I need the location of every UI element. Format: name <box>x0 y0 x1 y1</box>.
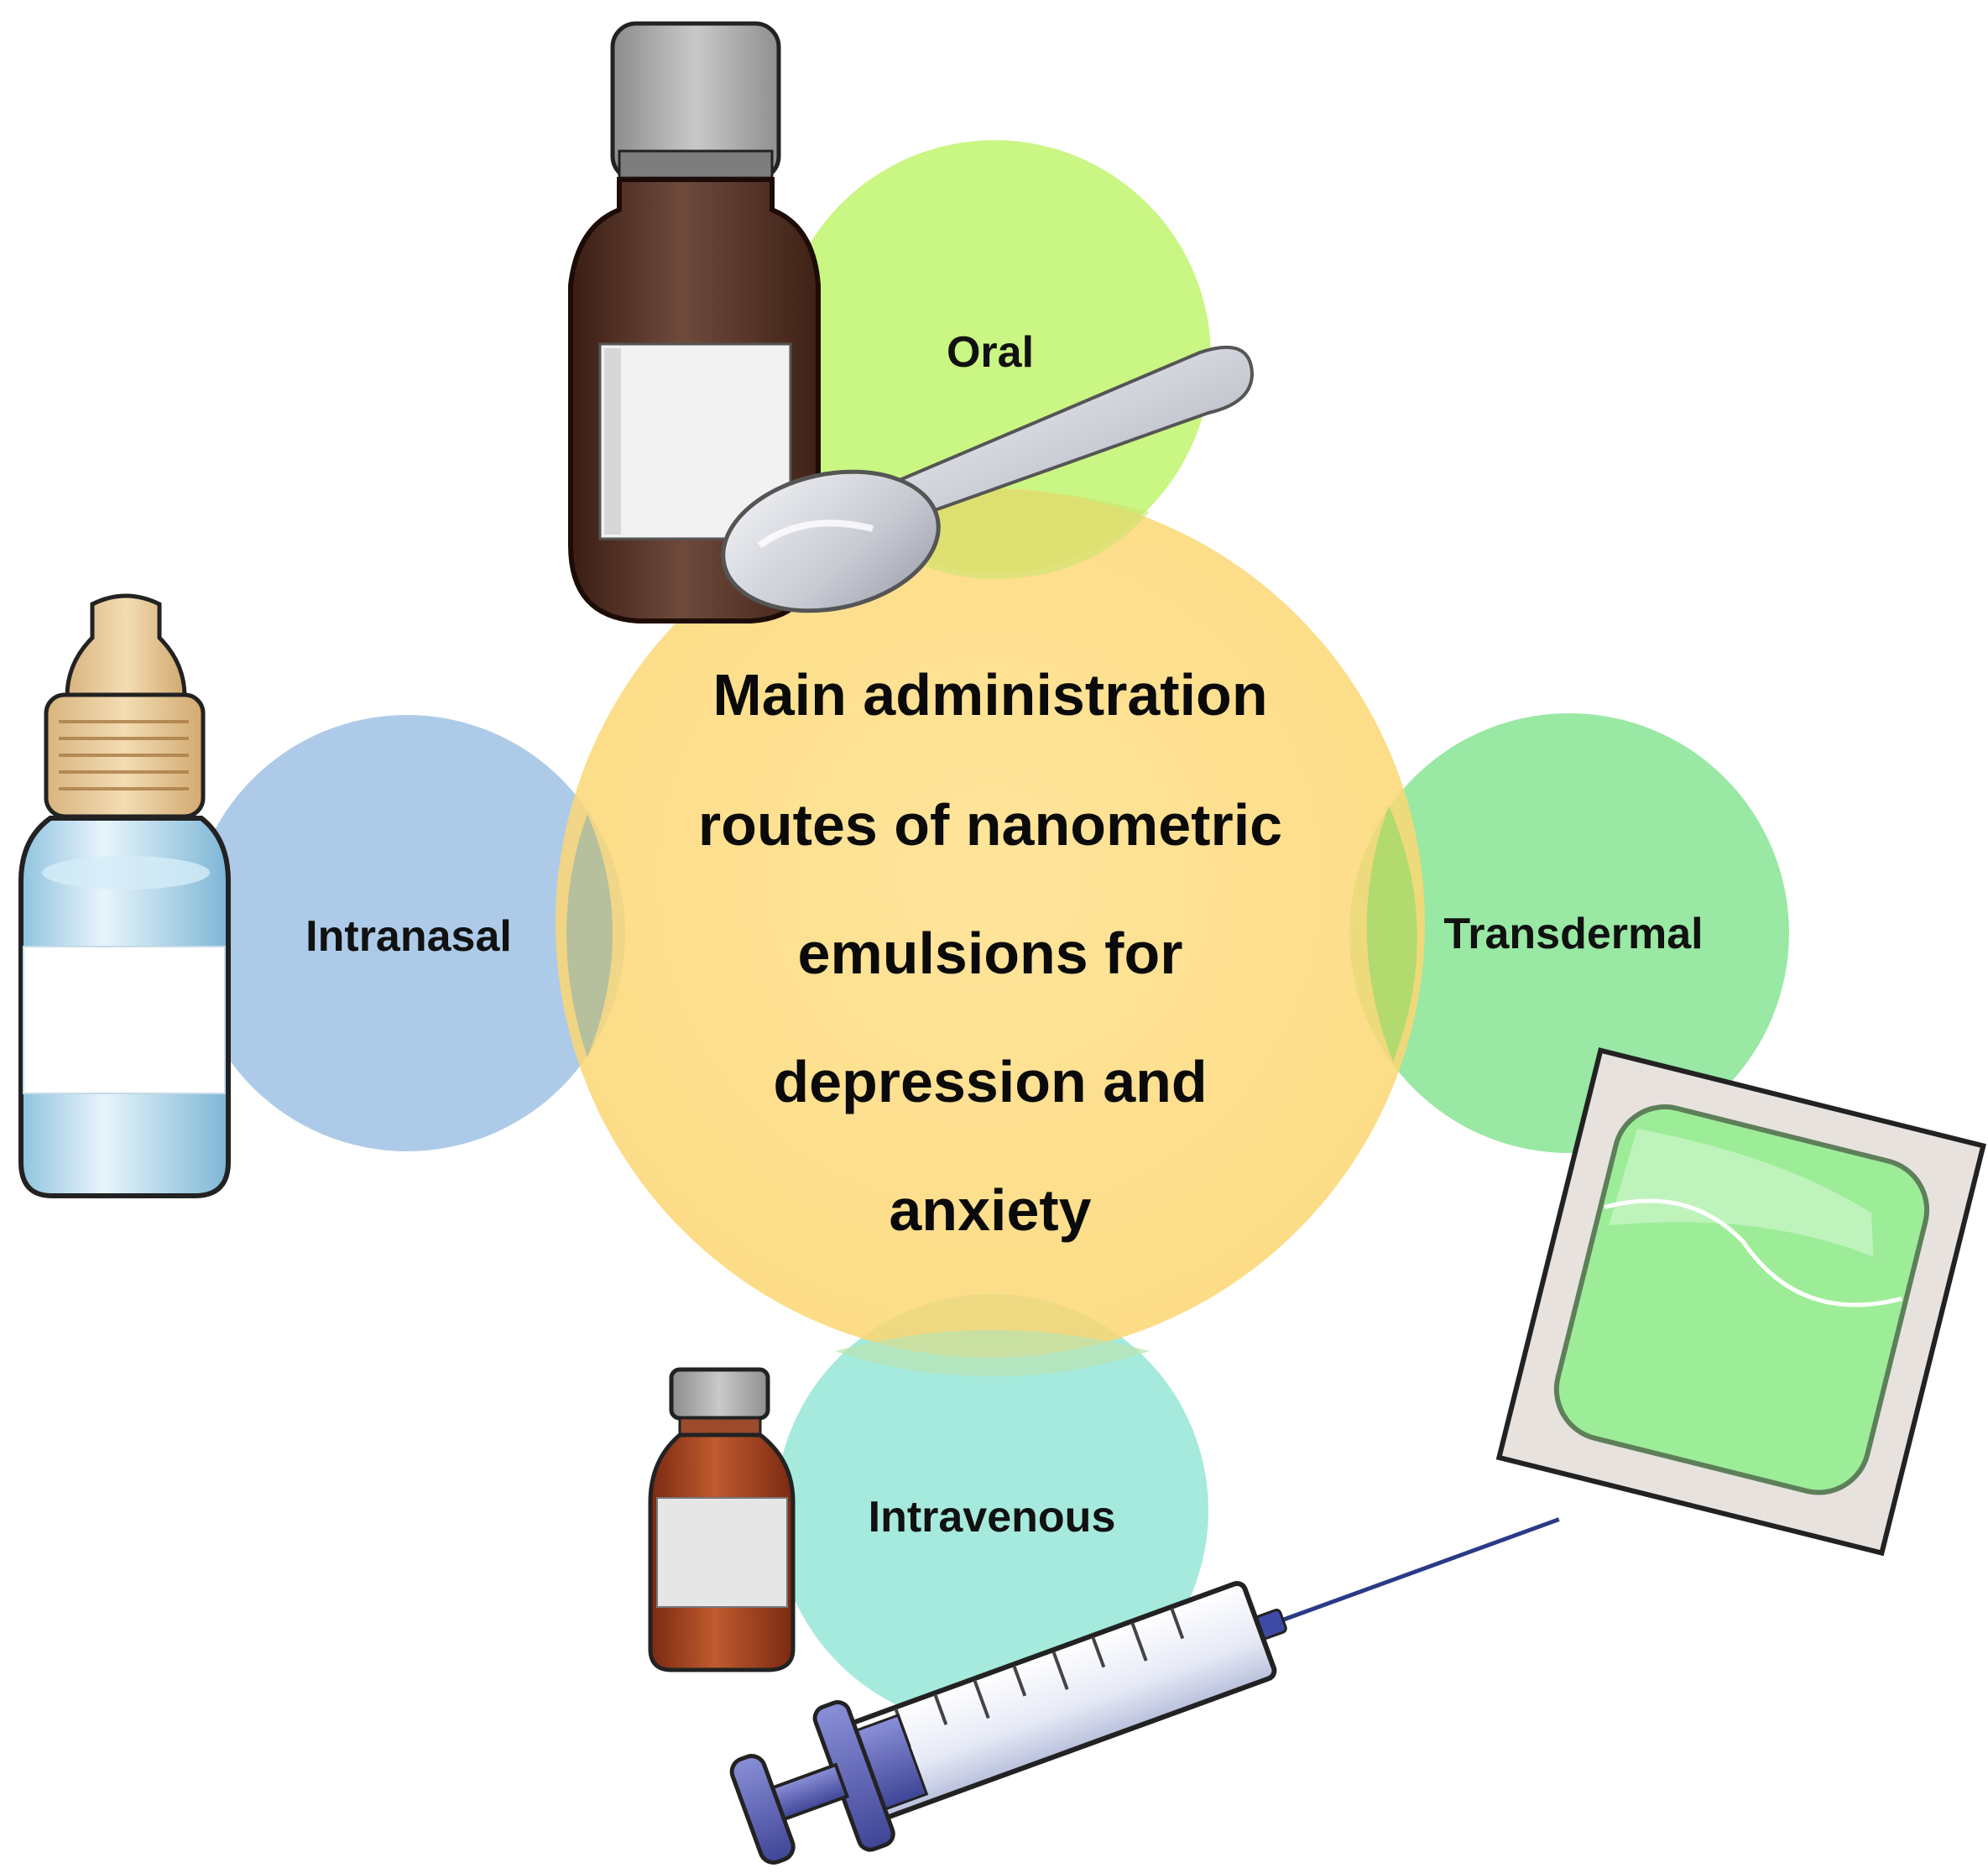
bottle-label <box>598 342 792 540</box>
transdermal-patch-icon <box>1495 1047 1986 1557</box>
medicine-bottle-with-spoon-icon <box>568 21 1255 623</box>
center-line-1: Main administration <box>712 662 1267 728</box>
center-line-3: emulsions for <box>798 921 1183 986</box>
intranasal-circle <box>189 715 625 1151</box>
route-label-oral: Oral <box>947 328 1034 377</box>
syringe-needle <box>1274 1517 1560 1625</box>
route-label-intranasal: Intranasal <box>305 912 512 961</box>
center-line-5: anxiety <box>889 1177 1091 1243</box>
nasal-tip <box>65 593 187 699</box>
overlap-transdermal <box>1366 806 1417 1062</box>
nasal-label <box>23 946 226 1094</box>
vial-cap <box>669 1367 770 1421</box>
overlap-intravenous <box>835 1330 1150 1376</box>
center-line-4: depression and <box>773 1049 1207 1114</box>
patch-gel <box>1553 1104 1930 1495</box>
oral-circle <box>778 140 1211 573</box>
vial-and-syringe-icon <box>648 1367 1560 1865</box>
center-title: Main administration routes of nanometric… <box>698 662 1282 1243</box>
spoon <box>891 345 1255 523</box>
center-line-2: routes of nanometric <box>698 792 1282 858</box>
center-circle <box>556 488 1425 1358</box>
nasal-spray-bottle-icon <box>18 593 231 1198</box>
route-label-transdermal: Transdermal <box>1443 910 1703 958</box>
syringe <box>729 1517 1560 1865</box>
overlap-intranasal <box>566 814 613 1057</box>
vial-label <box>656 1497 788 1608</box>
transdermal-circle <box>1349 713 1789 1153</box>
route-label-intravenous: Intravenous <box>869 1493 1116 1542</box>
intravenous-circle <box>775 1294 1208 1727</box>
